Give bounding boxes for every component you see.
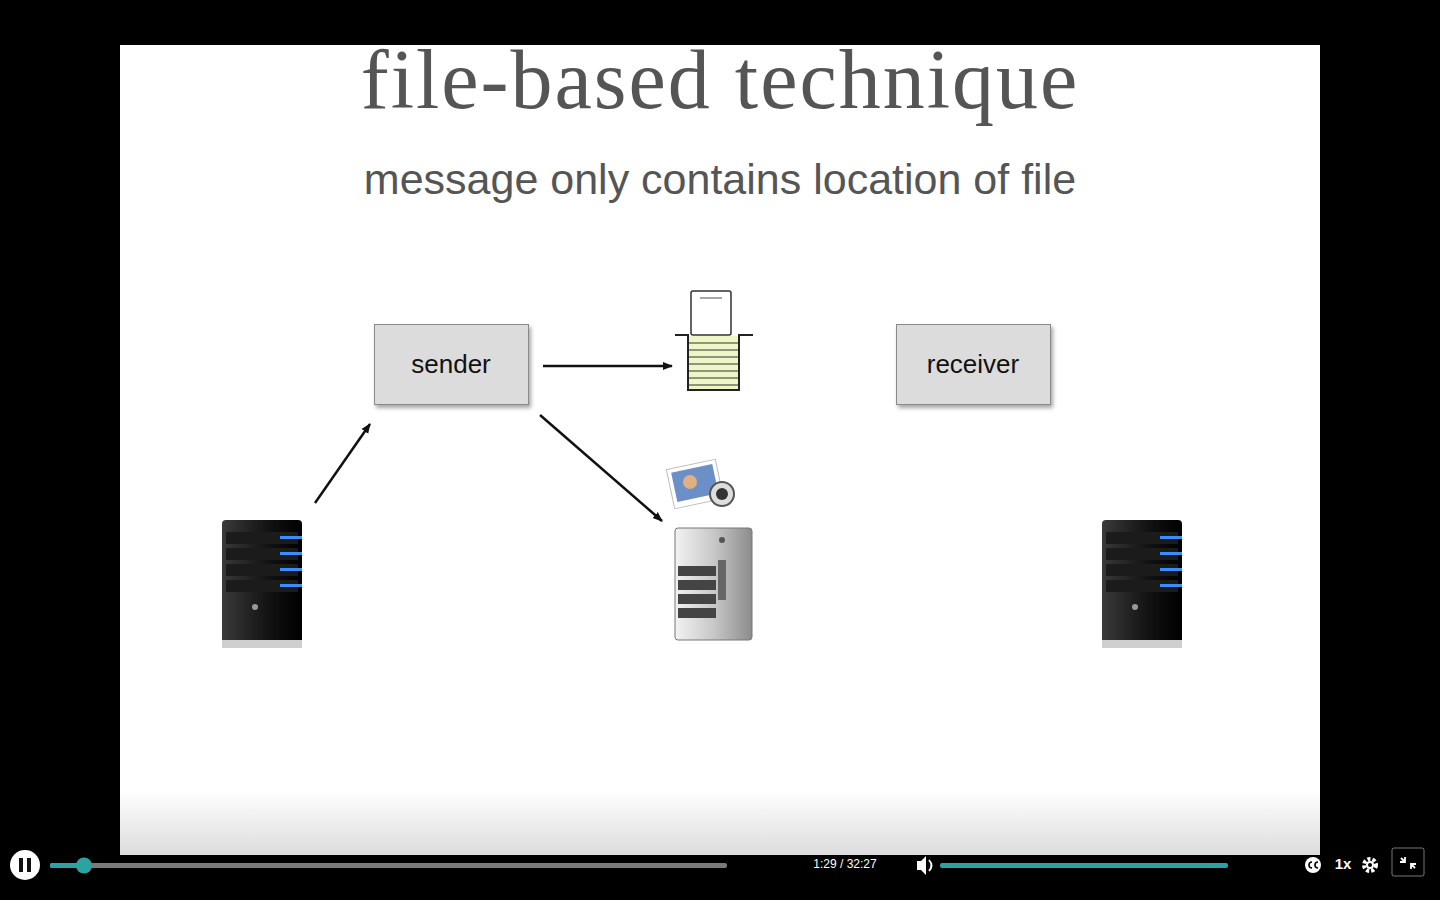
time-display: 1:29 / 32:27 [780, 857, 910, 871]
box-label: sender [411, 349, 491, 380]
slide-title: file-based technique [120, 36, 1320, 124]
playback-speed: 1x [1330, 855, 1356, 873]
process-box: sender [374, 324, 529, 405]
server-icon [1102, 520, 1182, 648]
box-label: receiver [927, 349, 1019, 380]
slide-subtitle: message only contains location of file [120, 156, 1320, 203]
photo-icon [666, 459, 734, 509]
server-icon [222, 520, 302, 648]
file-server-icon [675, 528, 752, 640]
queue-icon [675, 291, 753, 390]
player-controls [10, 848, 1424, 880]
process-box: receiver [896, 324, 1051, 405]
